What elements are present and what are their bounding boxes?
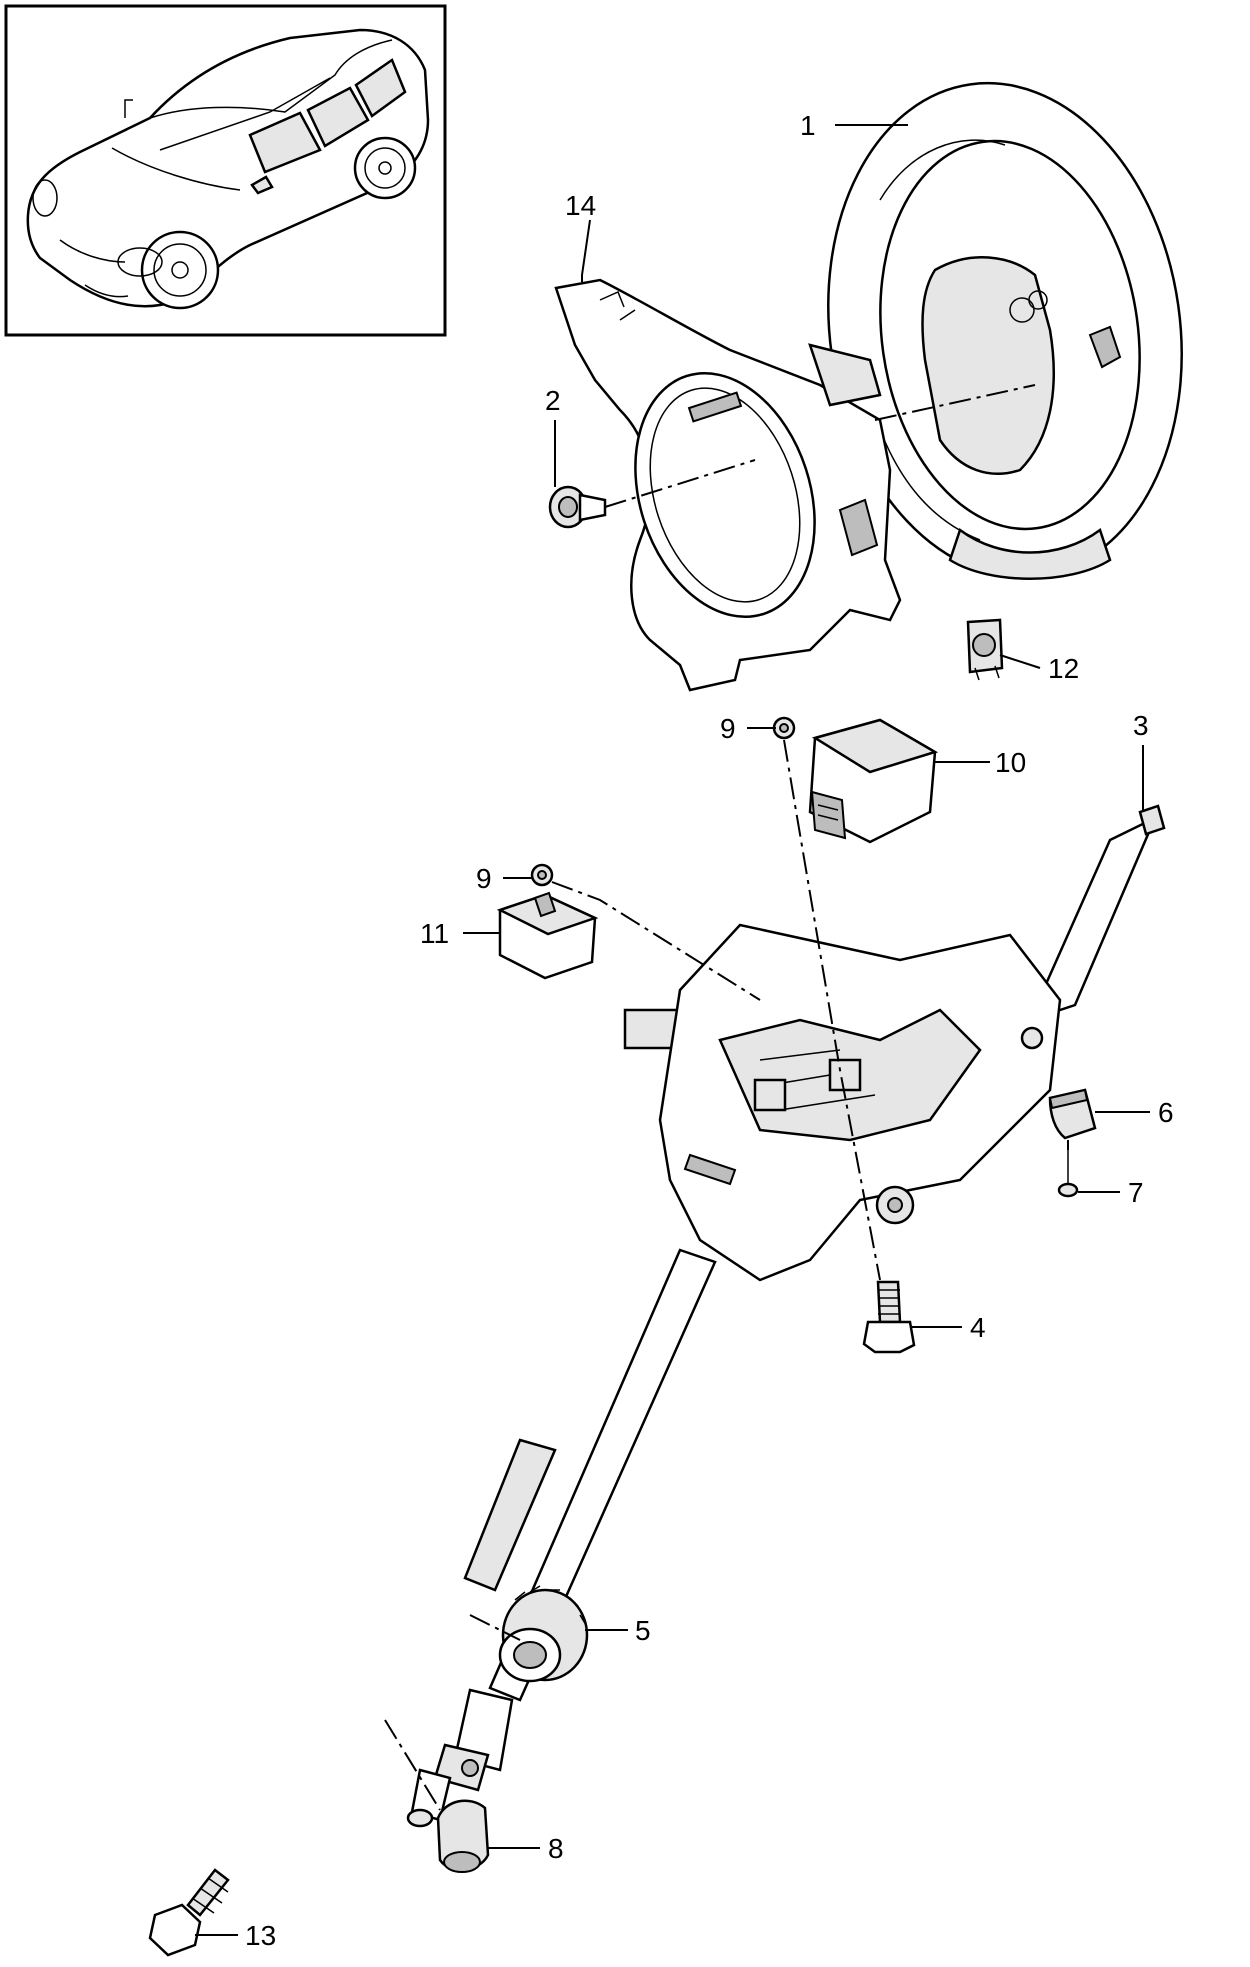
callout-6: 6 bbox=[1158, 1097, 1174, 1128]
callout-3: 3 bbox=[1133, 710, 1149, 741]
steering-wheel bbox=[827, 81, 1183, 580]
callout-2: 2 bbox=[545, 385, 561, 416]
boot bbox=[436, 1799, 490, 1873]
vehicle-inset bbox=[4, 4, 447, 337]
callout-13: 13 bbox=[245, 1920, 276, 1951]
callout-12: 12 bbox=[1048, 653, 1079, 684]
callout-7: 7 bbox=[1128, 1177, 1144, 1208]
hex-bolt bbox=[862, 1280, 916, 1354]
screw bbox=[1057, 1150, 1079, 1198]
callout-14: 14 bbox=[565, 190, 596, 221]
cap bbox=[1048, 1088, 1097, 1140]
callout-labels: 1 14 2 3 12 9 10 9 11 6 7 4 5 8 13 bbox=[245, 110, 1174, 1951]
callout-11: 11 bbox=[420, 918, 449, 949]
trim-cover bbox=[554, 278, 902, 692]
car-icon bbox=[26, 28, 430, 310]
switch-module bbox=[496, 891, 741, 1061]
bolt bbox=[548, 485, 607, 529]
assembly-lines bbox=[384, 384, 1069, 1811]
leader-lines bbox=[195, 124, 1150, 1936]
callout-5: 5 bbox=[635, 1615, 651, 1646]
callout-4: 4 bbox=[970, 1312, 986, 1343]
control-unit bbox=[808, 718, 939, 844]
callout-10: 10 bbox=[995, 747, 1026, 778]
callout-9-upper: 9 bbox=[720, 713, 736, 744]
nut bbox=[530, 716, 796, 887]
clip bbox=[966, 618, 1004, 681]
callout-1: 1 bbox=[800, 110, 816, 141]
grommet bbox=[498, 1585, 589, 1683]
callout-8: 8 bbox=[548, 1833, 564, 1864]
flange-bolt bbox=[148, 1868, 230, 1957]
callout-9-lower: 9 bbox=[476, 863, 492, 894]
